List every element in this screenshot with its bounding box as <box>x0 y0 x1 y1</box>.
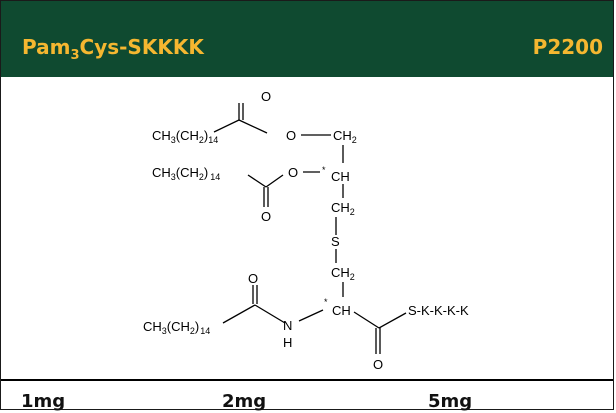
chain-label-top: CH3(CH2)14 <box>152 128 218 145</box>
ester-oxygen-middle: O <box>288 165 298 180</box>
sulfur-atom: S <box>331 234 340 249</box>
peptide-chain: S-K-K-K-K <box>408 303 469 318</box>
stereo-star-bottom: * <box>324 297 328 307</box>
size-option-2mg[interactable]: 2mg <box>222 391 267 412</box>
thioester-oxygen: O <box>373 357 383 372</box>
chain-label-bottom: CH3(CH2)14 <box>143 319 210 336</box>
chemical-structure: O CH3(CH2)14 O CH2 CH3(CH2)14 O * CH O C… <box>1 77 613 379</box>
alpha-ch: CH <box>332 303 351 318</box>
ch2-top: CH2 <box>333 128 357 145</box>
ch2-lower: CH2 <box>331 265 355 282</box>
stereo-star-top: * <box>322 165 326 175</box>
amide-hydrogen: H <box>283 335 292 350</box>
size-option-1mg[interactable]: 1mg <box>21 391 66 412</box>
size-row: 1mg 2mg 5mg <box>1 379 613 413</box>
product-title: Pam3Cys-SKKKK <box>22 35 204 63</box>
ester-oxygen-top: O <box>286 128 296 143</box>
amide-nitrogen: N <box>283 318 292 333</box>
carbonyl-oxygen-top: O <box>261 89 271 104</box>
chain-label-middle: CH3(CH2)14 <box>152 165 220 182</box>
ch2-upper: CH2 <box>331 200 355 217</box>
structure-drawing: O CH3(CH2)14 O CH2 CH3(CH2)14 O * CH O C… <box>143 89 469 372</box>
amide-oxygen: O <box>248 271 258 286</box>
ch-middle: CH <box>331 169 350 184</box>
header-bar: Pam3Cys-SKKKK P2200 <box>1 1 613 77</box>
size-option-5mg[interactable]: 5mg <box>428 391 473 412</box>
carbonyl-oxygen-middle: O <box>261 209 271 224</box>
product-code: P2200 <box>532 35 603 59</box>
